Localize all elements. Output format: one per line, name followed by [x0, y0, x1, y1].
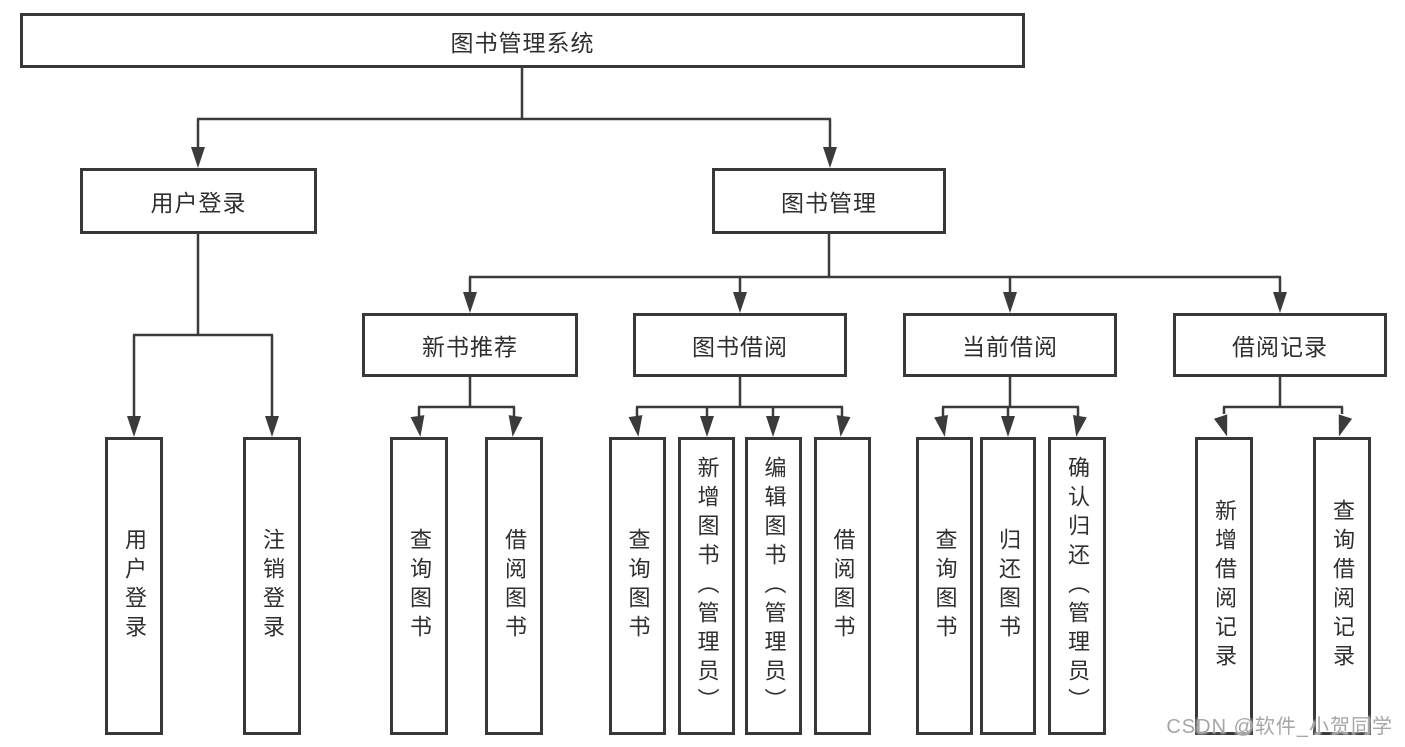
leaf-user-login: 用户登录 — [105, 437, 163, 735]
leaf-borrow-books: 借阅图书 — [814, 437, 871, 735]
leaf-add-book-admin: 新增图书（管理员） — [678, 437, 735, 735]
node-book-borrow: 图书借阅 — [633, 313, 847, 377]
leaf-edit-book-admin: 编辑图书（管理员） — [745, 437, 802, 735]
node-root: 图书管理系统 — [20, 13, 1025, 68]
node-user-login: 用户登录 — [80, 168, 317, 234]
node-current-borrow: 当前借阅 — [903, 313, 1117, 377]
leaf-query-books-current: 查询图书 — [916, 437, 973, 735]
leaf-add-borrow-record: 新增借阅记录 — [1195, 437, 1253, 735]
leaf-return-book: 归还图书 — [980, 437, 1036, 735]
node-new-book-recommend: 新书推荐 — [362, 313, 578, 377]
csdn-watermark: CSDN @软件_小贺同学 — [1166, 716, 1393, 738]
leaf-query-borrow-record: 查询借阅记录 — [1313, 437, 1371, 735]
leaf-borrow-books-recommend: 借阅图书 — [485, 437, 543, 735]
node-borrow-records: 借阅记录 — [1173, 313, 1387, 377]
leaf-query-books-recommend: 查询图书 — [390, 437, 448, 735]
node-book-management: 图书管理 — [712, 168, 946, 234]
leaf-logout: 注销登录 — [243, 437, 301, 735]
leaf-query-books-borrow: 查询图书 — [609, 437, 666, 735]
leaf-confirm-return-admin: 确认归还（管理员） — [1048, 437, 1106, 735]
arrowheads — [127, 147, 1353, 437]
